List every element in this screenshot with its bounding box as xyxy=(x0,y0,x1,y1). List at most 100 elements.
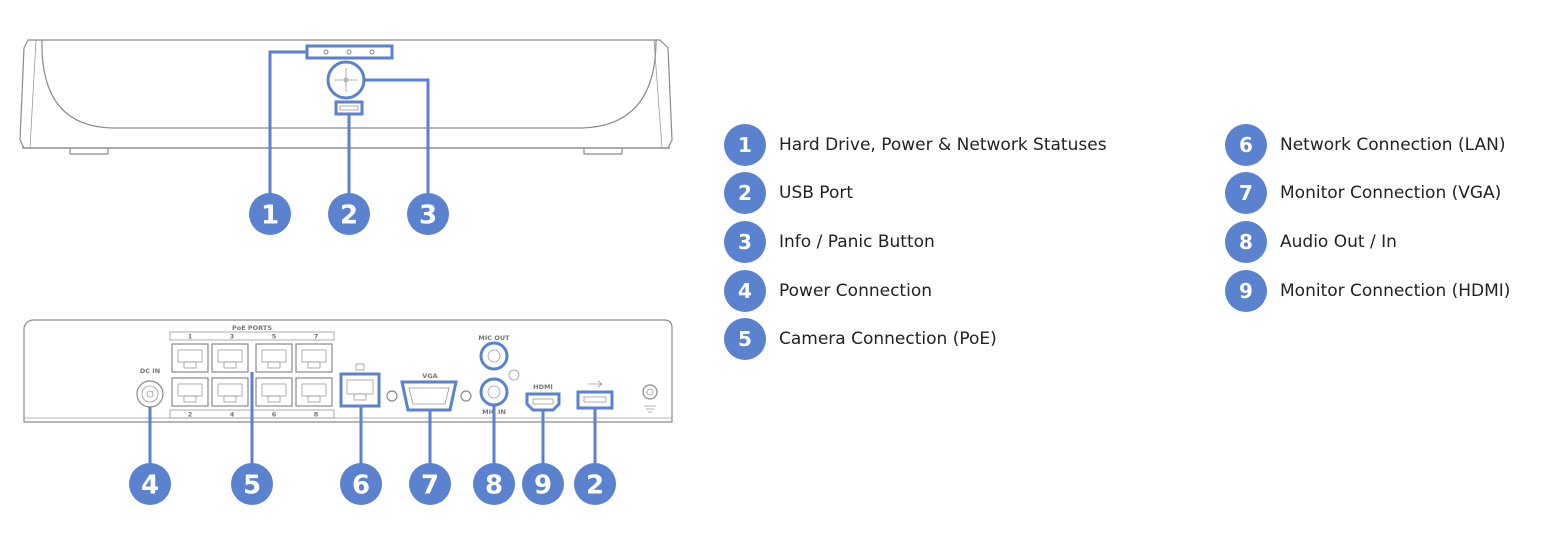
poe-port xyxy=(295,343,333,373)
callout-circle xyxy=(574,463,616,505)
panic-button-mark xyxy=(334,68,358,92)
rear-view: DC IN PoE PORTS 1 3 5 7 2 4 6 8 VGA xyxy=(23,319,673,423)
callout-line-3 xyxy=(364,78,430,196)
legend-badge: 2 xyxy=(724,172,766,214)
status-led-1 xyxy=(323,49,329,55)
poe-num-bottom: 2 xyxy=(188,411,193,419)
status-led-3 xyxy=(369,49,375,55)
legend-item: 9 Monitor Connection (HDMI) xyxy=(1225,270,1510,312)
legend-item: 5 Camera Connection (PoE) xyxy=(724,318,997,360)
dc-in-pin xyxy=(146,390,154,398)
callout-number: 2 xyxy=(340,201,358,231)
callout-number: 8 xyxy=(485,471,503,501)
callout-badge: 6 xyxy=(340,463,382,505)
panic-button-center xyxy=(343,77,349,83)
front-callouts: 1 2 3 xyxy=(249,193,449,235)
callout-circle xyxy=(249,193,291,235)
callout-circle xyxy=(129,463,171,505)
legend-item: 2 USB Port xyxy=(724,172,853,214)
ground-screw xyxy=(508,369,520,381)
legend-badge: 8 xyxy=(1225,221,1267,263)
callout-circle xyxy=(407,193,449,235)
status-led-bar xyxy=(305,44,394,60)
rear-body-outline xyxy=(23,319,673,423)
callout-badge: 1 xyxy=(249,193,291,235)
callout-circle xyxy=(328,193,370,235)
dc-in-jack xyxy=(136,380,164,408)
legend-label: Audio Out / In xyxy=(1280,232,1397,252)
lan-port xyxy=(339,363,381,408)
dc-in-inner xyxy=(141,385,159,403)
poe-num-top: 1 xyxy=(188,333,193,341)
legend-label: Power Connection xyxy=(779,281,932,301)
rear-callouts: 4 5 6 7 8 9 2 xyxy=(129,463,616,505)
mic-out-label: MIC OUT xyxy=(478,334,510,342)
front-foot-right xyxy=(583,148,623,155)
callout-badge: 3 xyxy=(407,193,449,235)
poe-port xyxy=(295,377,333,407)
hdmi-label: HDMI xyxy=(533,383,553,391)
legend-label: Network Connection (LAN) xyxy=(1280,135,1506,155)
callout-number: 5 xyxy=(243,471,261,501)
poe-num-top: 5 xyxy=(272,333,277,341)
callout-number: 4 xyxy=(141,471,159,501)
callout-number: 7 xyxy=(421,471,439,501)
status-led-2 xyxy=(346,49,352,55)
poe-port xyxy=(211,377,249,407)
callout-number: 6 xyxy=(352,471,370,501)
poe-num-bottom: 6 xyxy=(272,411,277,419)
poe-port xyxy=(171,343,209,373)
callout-circle xyxy=(409,463,451,505)
legend-label: USB Port xyxy=(779,183,854,203)
callout-badge: 2 xyxy=(328,193,370,235)
poe-port xyxy=(255,343,293,373)
legend-badge: 6 xyxy=(1225,124,1267,166)
callout-number: 9 xyxy=(534,471,552,501)
legend-label: Monitor Connection (VGA) xyxy=(1280,183,1502,203)
callout-circle xyxy=(231,463,273,505)
legend-item: 1 Hard Drive, Power & Network Statuses xyxy=(724,124,1107,166)
rear-usb-port xyxy=(576,380,614,410)
legend-label: Info / Panic Button xyxy=(779,232,935,252)
callout-circle xyxy=(473,463,515,505)
poe-num-top: 7 xyxy=(314,333,319,341)
legend-item: 6 Network Connection (LAN) xyxy=(1225,124,1505,166)
callout-number: 1 xyxy=(261,201,279,231)
front-side-left xyxy=(29,39,37,149)
poe-ports-label: PoE PORTS xyxy=(232,324,272,332)
poe-num-bottom: 8 xyxy=(314,411,319,419)
legend-badge: 9 xyxy=(1225,270,1267,312)
callout-number: 3 xyxy=(419,201,437,231)
poe-port xyxy=(211,343,249,373)
legend-label: Hard Drive, Power & Network Statuses xyxy=(779,135,1107,155)
legend-badge: 7 xyxy=(1225,172,1267,214)
callout-badge: 7 xyxy=(409,463,451,505)
legend-item: 3 Info / Panic Button xyxy=(724,221,935,263)
poe-port xyxy=(255,377,293,407)
callout-badge: 9 xyxy=(522,463,564,505)
callout-circle xyxy=(340,463,382,505)
audio-out-jack xyxy=(479,341,509,371)
vga-port xyxy=(386,380,472,412)
legend-badge: 4 xyxy=(724,270,766,312)
front-usb-inner xyxy=(339,105,359,111)
callout-number: 2 xyxy=(586,471,604,501)
callout-badge: 5 xyxy=(231,463,273,505)
vga-label: VGA xyxy=(422,372,437,380)
poe-num-top: 3 xyxy=(230,333,235,341)
legend-item: 8 Audio Out / In xyxy=(1225,221,1397,263)
legend-label: Monitor Connection (HDMI) xyxy=(1280,281,1511,301)
front-foot-left xyxy=(69,148,109,155)
legend-label: Camera Connection (PoE) xyxy=(779,329,997,349)
hdmi-port xyxy=(525,392,561,412)
poe-num-bottom: 4 xyxy=(230,411,235,419)
poe-top-bar xyxy=(169,331,335,341)
callout-circle xyxy=(522,463,564,505)
front-face-curve xyxy=(41,39,657,129)
dc-in-label: DC IN xyxy=(140,367,160,375)
callout-badge: 4 xyxy=(129,463,171,505)
front-body-outline xyxy=(19,39,673,149)
legend-badge: 1 xyxy=(724,124,766,166)
legend-badge: 3 xyxy=(724,221,766,263)
ground-terminal xyxy=(642,384,658,413)
